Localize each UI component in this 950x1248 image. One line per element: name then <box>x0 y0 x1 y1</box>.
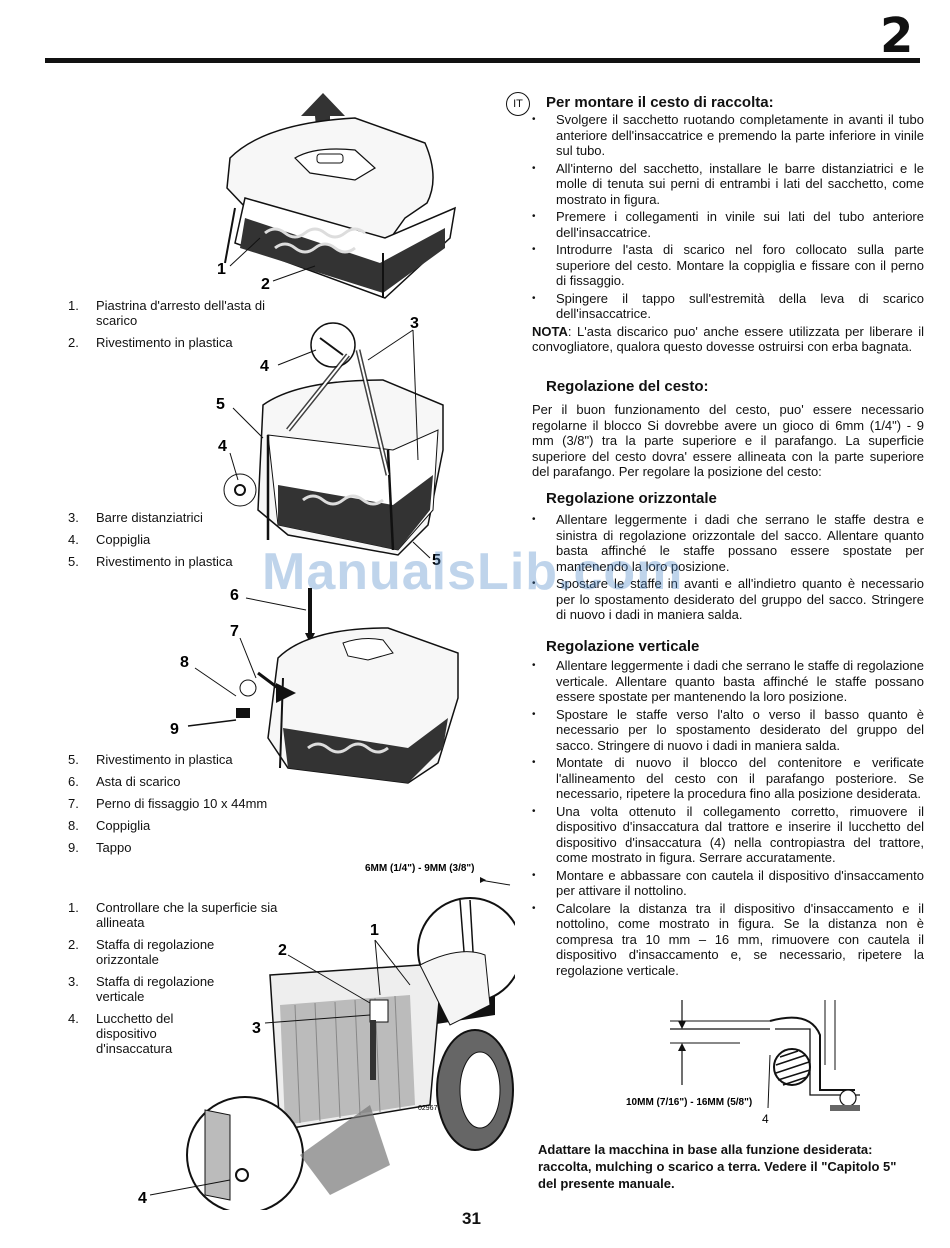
note-text: : L'asta discarico puo' anche essere uti… <box>532 323 924 355</box>
watermark: ManualsLib.com <box>262 543 684 601</box>
legend-figure-2: 3.Barre distanziatrici 4.Coppiglia 5.Riv… <box>68 510 288 576</box>
legend-figure-4: 1.Controllare che la superficie sia alli… <box>68 900 283 1063</box>
page-number: 31 <box>462 1209 481 1228</box>
callout-5: 5 <box>432 552 441 565</box>
legend-item: 4.Lucchetto del dispositivo d'insaccatur… <box>68 1011 174 1056</box>
callout-4: 4 <box>260 358 269 375</box>
section-title: Per montare il cesto di raccolta: <box>546 94 774 111</box>
spacer-bars-diagram: 3 4 5 4 5 <box>216 315 444 565</box>
callout-9: 9 <box>170 721 179 738</box>
list-item: Calcolare la distanza tra il dispositivo… <box>532 901 924 979</box>
chapter-number: 2 <box>880 8 914 64</box>
latch-distance-dimension: 10MM (7/16") - 16MM (5/8") <box>626 1097 752 1108</box>
basket-alignment-diagram: 6MM (1/4") - 9MM (3/8") 1 2 3 4 02967 <box>138 863 515 1210</box>
legend-item: 6.Asta di scarico <box>68 774 181 789</box>
callout-3: 3 <box>410 315 419 332</box>
legend-item: 1.Controllare che la superficie sia alli… <box>68 900 278 930</box>
note-label: NOTA <box>532 323 568 339</box>
callout-5: 5 <box>216 396 225 413</box>
list-item: Svolgere il sacchetto ruotando completam… <box>532 112 924 159</box>
legend-item: 8.Coppiglia <box>68 818 151 833</box>
list-item: Spingere il tappo sull'estremità della l… <box>532 291 924 322</box>
callout-8: 8 <box>180 654 189 671</box>
list-item: Spostare le staffe in avanti e all'indie… <box>532 576 924 623</box>
callout-6: 6 <box>230 587 239 604</box>
section-title: Regolazione del cesto: <box>546 378 709 395</box>
legend-item: 1.Piastrina d'arresto dell'asta di scari… <box>68 298 265 328</box>
legend-figure-1: 1.Piastrina d'arresto dell'asta di scari… <box>68 298 288 357</box>
legend-item: 3.Barre distanziatrici <box>68 510 203 525</box>
list-item: All'interno del sacchetto, installare le… <box>532 161 924 208</box>
up-arrow-icon <box>301 93 345 138</box>
section-title: Regolazione orizzontale <box>546 490 717 507</box>
bullet-list: Allentare leggermente i dadi che serrano… <box>532 658 924 978</box>
list-item: Premere i collegamenti in vinile sui lat… <box>532 209 924 240</box>
legend-item: 5.Rivestimento in plastica <box>68 752 233 767</box>
legend-figure-3: 5.Rivestimento in plastica 6.Asta di sca… <box>68 752 288 862</box>
list-item: Una volta ottenuto il collegamento corre… <box>532 804 924 866</box>
section-basket-adjustment: Regolazione del cesto: Per il buon funzi… <box>532 378 924 480</box>
list-item: Spostare le staffe verso l'alto o verso … <box>532 707 924 754</box>
legend-item: 2.Rivestimento in plastica <box>68 335 233 350</box>
callout-2: 2 <box>261 276 270 293</box>
legend-item: 5.Rivestimento in plastica <box>68 554 233 569</box>
legend-item: 7.Perno di fissaggio 10 x 44mm <box>68 796 268 811</box>
discharge-rod-diagram: 6 7 8 9 <box>170 587 459 784</box>
section-vertical-adjustment: Regolazione verticale Allentare leggerme… <box>532 638 924 980</box>
list-item: Montate di nuovo il blocco del contenito… <box>532 755 924 802</box>
callout-3: 3 <box>252 1020 261 1037</box>
final-note: Adattare la macchina in base alla funzio… <box>538 1142 897 1191</box>
list-item: Introdurre l'asta di scarico nel foro co… <box>532 242 924 289</box>
legend-item: 3.Staffa di regolazione verticale <box>68 974 215 1004</box>
header-rule <box>45 58 920 63</box>
callout-4: 4 <box>762 1112 769 1126</box>
callout-1: 1 <box>370 922 379 939</box>
gap-dimension: 6MM (1/4") - 9MM (3/8") <box>365 863 475 874</box>
bullet-list: Allentare leggermente i dadi che serrano… <box>532 512 924 623</box>
callout-2: 2 <box>278 942 287 959</box>
callout-1: 1 <box>217 261 226 278</box>
callout-7: 7 <box>230 623 239 640</box>
callout-4: 4 <box>218 438 227 455</box>
section-horizontal-adjustment: Regolazione orizzontale Allentare legger… <box>532 490 924 625</box>
figure-code: 02967 <box>418 1105 438 1112</box>
list-item: Allentare leggermente i dadi che serrano… <box>532 658 924 705</box>
section-paragraph: Per il buon funzionamento del cesto, puo… <box>532 402 924 479</box>
basket-unfold-diagram: 1 2 <box>217 93 456 299</box>
note-paragraph: NOTA: L'asta discarico puo' anche essere… <box>532 324 924 355</box>
language-badge: IT <box>506 92 530 116</box>
list-item: Montare e abbassare con cautela il dispo… <box>532 868 924 899</box>
list-item: Allentare leggermente i dadi che serrano… <box>532 512 924 574</box>
callout-4: 4 <box>138 1190 147 1207</box>
bullet-list: Svolgere il sacchetto ruotando completam… <box>532 112 924 322</box>
legend-item: 9.Tappo <box>68 840 132 855</box>
section-mount-basket: Per montare il cesto di raccolta: Svolge… <box>532 94 924 355</box>
latch-distance-diagram: 10MM (7/16") - 16MM (5/8") 4 <box>626 1000 860 1126</box>
legend-item: 2.Staffa di regolazione orizzontale <box>68 937 215 967</box>
section-title: Regolazione verticale <box>546 638 700 655</box>
legend-item: 4.Coppiglia <box>68 532 151 547</box>
